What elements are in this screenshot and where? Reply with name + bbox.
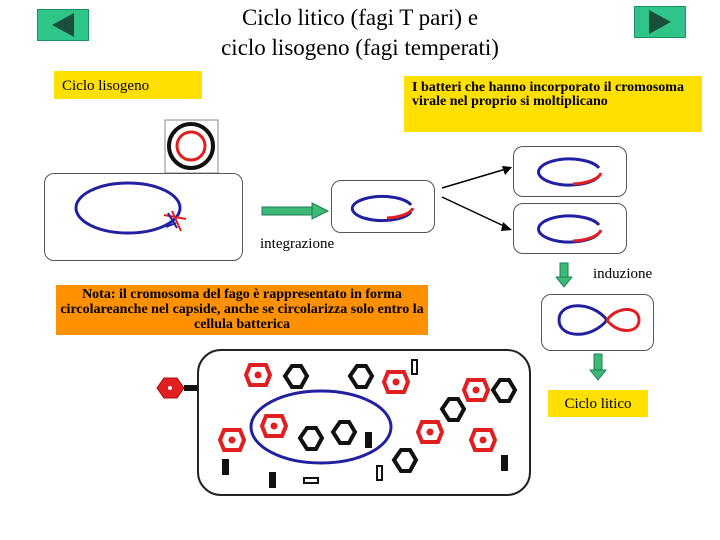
ciclo-litico-label: Ciclo litico (548, 390, 648, 417)
title-line-2: ciclo lisogeno (fagi temperati) (221, 35, 499, 60)
injecting-phage (156, 377, 198, 399)
bacterial-cell-initial (44, 173, 243, 261)
daughter-chromosome-bottom (537, 214, 603, 244)
title-line-1: Ciclo litico (fagi T pari) e (241, 5, 479, 30)
lytic-chromosome (249, 389, 393, 465)
daughter-cell-top (513, 146, 627, 197)
integrazione-arrow (261, 202, 330, 220)
back-button[interactable] (37, 9, 89, 41)
page-title: Ciclo litico (fagi T pari) e ciclo lisog… (150, 3, 570, 63)
phage-circular-chromosome (164, 119, 219, 174)
excising-chromosome (557, 304, 641, 336)
induzione-label: induzione (593, 266, 653, 282)
ciclo-litico-arrow (588, 353, 608, 381)
induzione-arrow (554, 262, 574, 288)
batteri-moltiplicano-label: I batteri che hanno incorporato il cromo… (404, 76, 702, 132)
daughter-chromosome-top (537, 157, 603, 187)
daughter-cell-bottom (513, 203, 627, 254)
triangle-right-icon (649, 10, 671, 34)
triangle-left-icon (52, 13, 74, 37)
integrazione-label: integrazione (260, 236, 335, 252)
ciclo-lisogeno-label: Ciclo lisogeno (54, 71, 202, 99)
nota-label: Nota: il cromosoma del fago è rappresent… (56, 285, 428, 335)
integrated-chromosome (350, 195, 415, 222)
forward-button[interactable] (634, 6, 686, 38)
bacterial-chromosome-with-phage (74, 181, 187, 235)
division-arrows (441, 166, 512, 231)
bacterial-cell-integrated (331, 180, 435, 233)
